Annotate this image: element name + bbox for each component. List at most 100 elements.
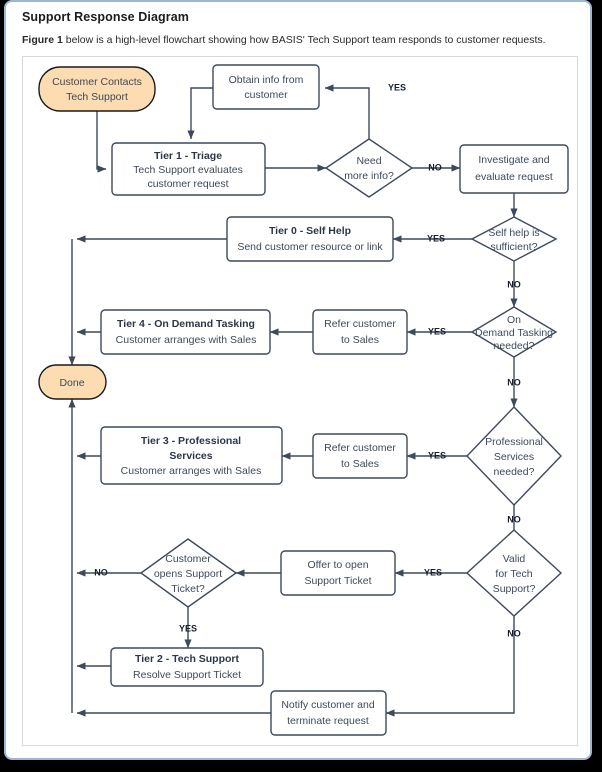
edge-needinfo-yes-to-obtain: [324, 84, 370, 140]
node-tier0-line2: Send customer resource or link: [237, 241, 383, 253]
node-professional-services-question[interactable]: Professional Services needed?: [466, 405, 562, 507]
node-self-help-question-shape: [470, 216, 558, 262]
label-opens-yes: YES: [179, 623, 197, 633]
node-need-more-info-line1: Need: [356, 155, 381, 167]
node-refer-sales-2-line2: to Sales: [341, 458, 379, 470]
node-investigate-shape: [459, 144, 569, 194]
node-offer-line1: Offer to open: [307, 559, 368, 571]
node-customer-opens-ticket-question-shape: [139, 538, 238, 608]
node-start-line2: Tech Support: [66, 91, 128, 103]
node-need-more-info-shape: [324, 138, 414, 198]
node-prof-question-line1: Professional: [485, 436, 543, 448]
node-odt-question[interactable]: On Demand Tasking needed?: [470, 306, 558, 358]
label-prof-no: NO: [507, 514, 521, 524]
node-tier1-line1: Tier 1 - Triage: [154, 150, 222, 162]
label-self-help-no: NO: [507, 279, 521, 289]
label-opens-no: NO: [94, 567, 108, 577]
node-investigate-line2: evaluate request: [475, 171, 553, 183]
page-title: Support Response Diagram: [22, 10, 190, 24]
node-self-help-question-line1: Self help is: [488, 227, 539, 239]
node-tier1-triage[interactable]: Tier 1 - Triage Tech Support evaluates c…: [111, 142, 266, 196]
node-notify-customer-shape: [270, 690, 387, 736]
node-start-shape: [38, 66, 156, 112]
node-refer-sales-1-shape: [312, 309, 408, 355]
label-self-help-yes: YES: [427, 233, 445, 243]
node-professional-services-question-shape: [466, 405, 562, 507]
node-refer-sales-2-shape: [312, 433, 408, 479]
node-odt-question-line1: On: [507, 314, 521, 326]
node-tier3-line1: Tier 3 - Professional: [141, 435, 241, 447]
node-offer-line2: Support Ticket: [304, 575, 371, 587]
node-tier4-line2: Customer arranges with Sales: [116, 334, 257, 346]
label-need-more-no: NO: [428, 162, 442, 172]
node-valid-tech-support-question[interactable]: Valid for Tech Support?: [465, 529, 563, 617]
node-investigate[interactable]: Investigate and evaluate request: [459, 144, 569, 194]
node-start[interactable]: Customer Contacts Tech Support: [38, 66, 156, 112]
edge-obtain-to-tier1: [187, 87, 213, 140]
node-obtain-info-shape: [212, 64, 320, 110]
node-done[interactable]: Done: [38, 364, 107, 400]
node-tier2-line1: Tier 2 - Tech Support: [135, 653, 240, 665]
node-tier0-shape: [226, 216, 394, 262]
label-odt-yes: YES: [428, 326, 446, 336]
label-valid-no: NO: [507, 628, 521, 638]
node-need-more-info-line2: more info?: [344, 170, 394, 182]
node-offer-support-ticket[interactable]: Offer to open Support Ticket: [280, 550, 396, 596]
node-investigate-line1: Investigate and: [478, 154, 549, 166]
node-opens-question-line3: Ticket?: [171, 583, 205, 595]
node-refer-sales-1-line1: Refer customer: [324, 318, 396, 330]
label-odt-no: NO: [507, 377, 521, 387]
node-tier0-self-help[interactable]: Tier 0 - Self Help Send customer resourc…: [226, 216, 394, 262]
node-odt-question-line3: needed?: [494, 340, 535, 352]
node-tier1-line3: customer request: [147, 178, 228, 190]
figure-caption: Figure 1 below is a high-level flowchart…: [22, 34, 546, 46]
node-tier1-line2: Tech Support evaluates: [133, 164, 243, 176]
node-valid-tech-support-question-shape: [465, 529, 563, 617]
edge-label-layer: YES NO YES NO YES NO YES NO YES NO NO YE…: [94, 82, 521, 638]
node-tier2-tech-support[interactable]: Tier 2 - Tech Support Resolve Support Ti…: [110, 647, 264, 687]
node-prof-question-line3: needed?: [494, 466, 535, 478]
node-opens-question-line2: opens Support: [154, 568, 222, 580]
node-odt-question-line2: Demand Tasking: [475, 327, 553, 339]
node-tier0-line1: Tier 0 - Self Help: [269, 225, 351, 237]
node-opens-question-line1: Customer: [165, 553, 211, 565]
node-refer-sales-1[interactable]: Refer customer to Sales: [312, 309, 408, 355]
node-tier3-line3: Customer arranges with Sales: [121, 465, 262, 477]
label-prof-yes: YES: [428, 450, 446, 460]
node-tier4-on-demand-tasking[interactable]: Tier 4 - On Demand Tasking Customer arra…: [100, 309, 271, 355]
node-valid-question-line1: Valid: [503, 553, 526, 565]
node-refer-sales-2-line1: Refer customer: [324, 442, 396, 454]
support-response-card: Support Response Diagram Figure 1 below …: [4, 0, 592, 760]
node-customer-opens-ticket-question[interactable]: Customer opens Support Ticket?: [139, 538, 238, 608]
node-obtain-info-line2: customer: [244, 89, 288, 101]
label-valid-yes: YES: [424, 567, 442, 577]
edge-valid-no-down: [385, 595, 515, 717]
flowchart-svg: Customer Contacts Tech Support Obtain in…: [38, 64, 569, 736]
node-obtain-info-line1: Obtain info from: [229, 74, 304, 86]
node-notify-customer[interactable]: Notify customer and terminate request: [270, 690, 387, 736]
node-obtain-info[interactable]: Obtain info from customer: [212, 64, 320, 110]
edge-start-to-tier1: [96, 111, 107, 173]
node-valid-question-line2: for Tech: [495, 568, 532, 580]
label-need-more-yes: YES: [388, 82, 406, 92]
node-refer-sales-2[interactable]: Refer customer to Sales: [312, 433, 408, 479]
node-need-more-info[interactable]: Need more info?: [324, 138, 414, 198]
node-valid-question-line3: Support?: [493, 583, 536, 595]
node-tier3-line2: Services: [169, 450, 212, 462]
node-done-label: Done: [59, 377, 84, 389]
node-tier1-shape: [111, 142, 266, 196]
node-refer-sales-1-line2: to Sales: [341, 334, 379, 346]
node-self-help-question-line2: sufficient?: [490, 241, 537, 253]
node-done-shape: [38, 364, 107, 400]
node-offer-support-ticket-shape: [280, 550, 396, 596]
node-self-help-question[interactable]: Self help is sufficient?: [470, 216, 558, 262]
node-tier2-shape: [110, 647, 264, 687]
node-tier4-line1: Tier 4 - On Demand Tasking: [117, 318, 255, 330]
node-notify-line1: Notify customer and: [281, 699, 375, 711]
figure-caption-text: below is a high-level flowchart showing …: [62, 34, 546, 46]
node-tier3-professional-services[interactable]: Tier 3 - Professional Services Customer …: [100, 426, 283, 485]
node-tier4-shape: [100, 309, 271, 355]
edge-layer: [68, 84, 518, 717]
node-odt-question-shape: [470, 306, 558, 358]
